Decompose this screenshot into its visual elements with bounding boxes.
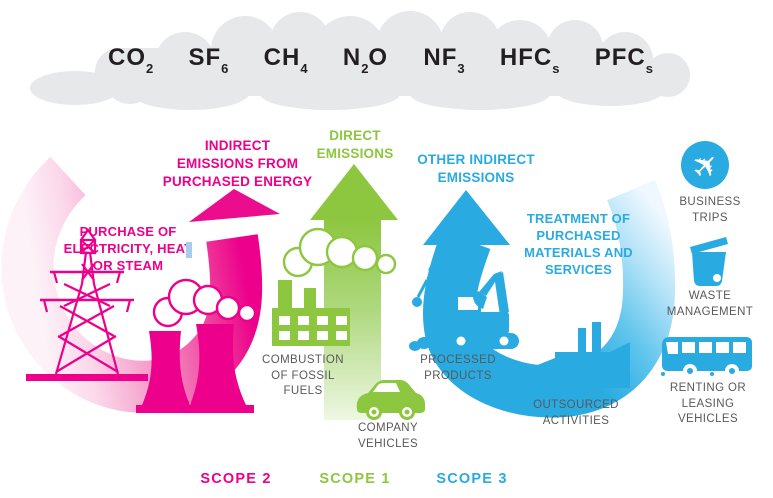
scope3-header: OTHER INDIRECT EMISSIONS [417,152,535,185]
gas-formula: HFCs [499,44,560,76]
gas-formula: SF6 [188,44,229,76]
trash-bin-icon [690,237,728,286]
text-cursor-artifact [186,242,192,258]
scope1-header: DIRECT EMISSIONS [316,128,394,161]
factory-silhouette-icon [518,322,630,388]
bus-icon [661,337,752,378]
factory-smoke-icon [272,227,397,346]
gas-formula: CH4 [263,44,308,76]
gas-formula: NF3 [423,44,465,76]
gas-formula: CO2 [108,44,154,76]
worker-excavator-icon [409,265,519,351]
company-vehicles-label: COMPANY VEHICLES [357,422,419,450]
renting-leasing-label: RENTING OR LEASING VEHICLES [669,382,747,426]
airplane-icon: ✈ [681,141,729,189]
scope1-footer-label: SCOPE 1 [319,471,391,487]
car-icon [356,380,425,420]
processed-products-label: PROCESSED PRODUCTS [420,354,496,382]
scope3-sub-label: TREATMENT OF PURCHASED MATERIALS AND SER… [524,211,633,278]
cooling-towers-icon [136,278,257,413]
scope2-header: INDIRECT EMISSIONS FROM PURCHASED ENERGY [162,138,313,189]
gas-list: CO2 SF6 CH4 N2O NF3 HFCs PFCs [108,44,653,82]
outsourced-activities-label: OUTSOURCED ACTIVITIES [533,399,619,427]
gas-formula: N2O [342,44,389,76]
gas-formula: PFCs [594,44,653,76]
waste-management-label: WASTE MANAGEMENT [666,290,754,318]
gas-cloud-icon [30,11,690,110]
transmission-tower-icon [26,228,148,381]
combustion-label: COMBUSTION OF FOSSIL FUELS [262,354,344,398]
scope2-sub-label: PURCHASE OF ELECTRICITY, HEAT OR STEAM [63,224,193,274]
scope3-footer-label: SCOPE 3 [436,471,508,487]
business-trips-label: BUSINESS TRIPS [679,196,741,224]
scope2-footer-label: SCOPE 2 [200,471,272,487]
